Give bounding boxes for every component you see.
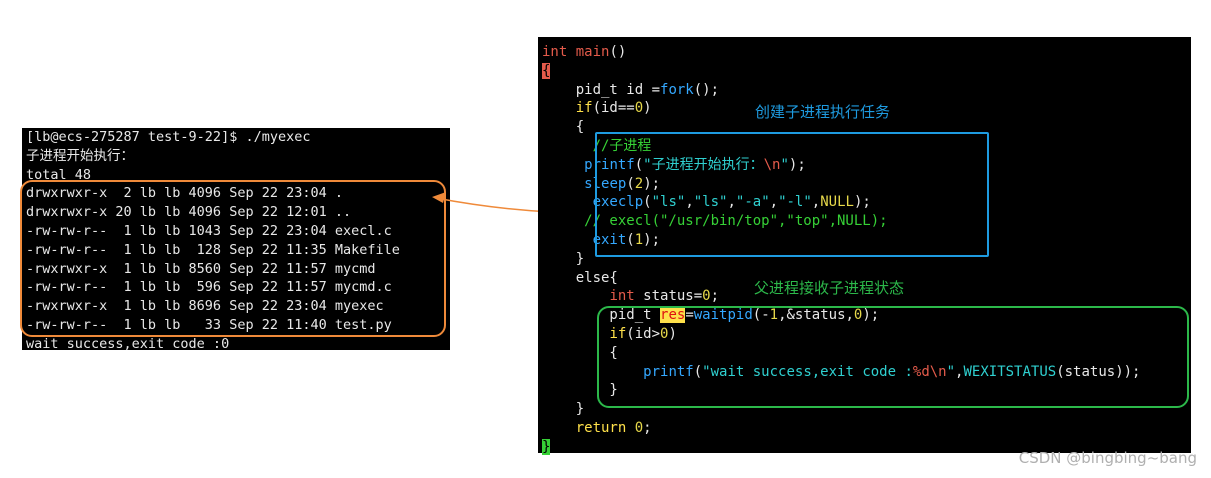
code-line: int status=0;	[609, 288, 720, 305]
code-line: pid_t id =fork();	[542, 81, 720, 98]
code-editor: int main() { pid_t id =fork(); if(id==0)…	[538, 37, 1191, 455]
code-line: exit(1);	[592, 232, 661, 248]
terminal-line: [lb@ecs-275287 test-9-22]$ ./myexec	[26, 129, 311, 145]
code-line: {	[542, 344, 618, 361]
terminal-line: -rw-rw-r-- 1 lb lb 128 Sep 22 11:35 Make…	[26, 241, 400, 258]
terminal-line: drwxrwxr-x 20 lb lb 4096 Sep 22 12:01 ..	[26, 204, 352, 221]
code-line: {	[542, 62, 551, 81]
code-line: sleep(2);	[584, 175, 661, 192]
code-line: if(id==0)	[575, 100, 652, 117]
code-line: int main()	[542, 44, 627, 60]
terminal-listing-highlight-box	[20, 180, 446, 337]
child-process-note: 创建子进程执行任务	[755, 103, 891, 121]
search-highlight: res	[660, 307, 686, 324]
terminal-line: -rwxrwxr-x 1 lb lb 8696 Sep 22 23:04 mye…	[26, 298, 384, 315]
code-line: }	[542, 382, 618, 399]
terminal-line: 子进程开始执行：	[26, 147, 134, 164]
code-line: }	[542, 438, 551, 457]
terminal-output: [lb@ecs-275287 test-9-22]$ ./myexec 子进程开…	[22, 128, 450, 352]
parent-process-note: 父进程接收子进程状态	[754, 279, 905, 297]
parent-process-box	[597, 306, 1189, 408]
terminal-line: total 48	[26, 166, 92, 183]
terminal-line: drwxrwxr-x 2 lb lb 4096 Sep 22 23:04 .	[26, 185, 343, 202]
terminal-line: -rwxrwxr-x 1 lb lb 8560 Sep 22 11:57 myc…	[26, 260, 376, 277]
cursor-brace: {	[542, 62, 551, 79]
code-line: return 0;	[575, 420, 652, 436]
code-line: //子进程	[542, 138, 652, 154]
code-line: else{	[542, 269, 618, 286]
code-line: }	[542, 250, 585, 267]
code-line: pid_t res=waitpid(-1,&status,0);	[542, 307, 880, 324]
watermark: CSDN @bingbing~bang	[1018, 449, 1197, 467]
terminal-line: -rw-rw-r-- 1 lb lb 1043 Sep 22 23:04 exe…	[26, 223, 392, 239]
code-line: printf("wait success,exit code :%d\n",WE…	[643, 363, 1141, 380]
code-line: execlp("ls","ls","-a","-l",NULL);	[592, 194, 871, 211]
terminal-line: -rw-rw-r-- 1 lb lb 596 Sep 22 11:57 mycm…	[26, 279, 392, 296]
cursor-brace: }	[542, 438, 551, 455]
code-line: if(id>0)	[609, 326, 677, 342]
terminal-line: -rw-rw-r-- 1 lb lb 33 Sep 22 11:40 test.…	[26, 317, 392, 333]
child-process-box	[595, 132, 989, 257]
code-line: }	[542, 401, 585, 418]
code-line: {	[542, 119, 585, 136]
terminal-line: wait success,exit code :0	[26, 335, 230, 352]
